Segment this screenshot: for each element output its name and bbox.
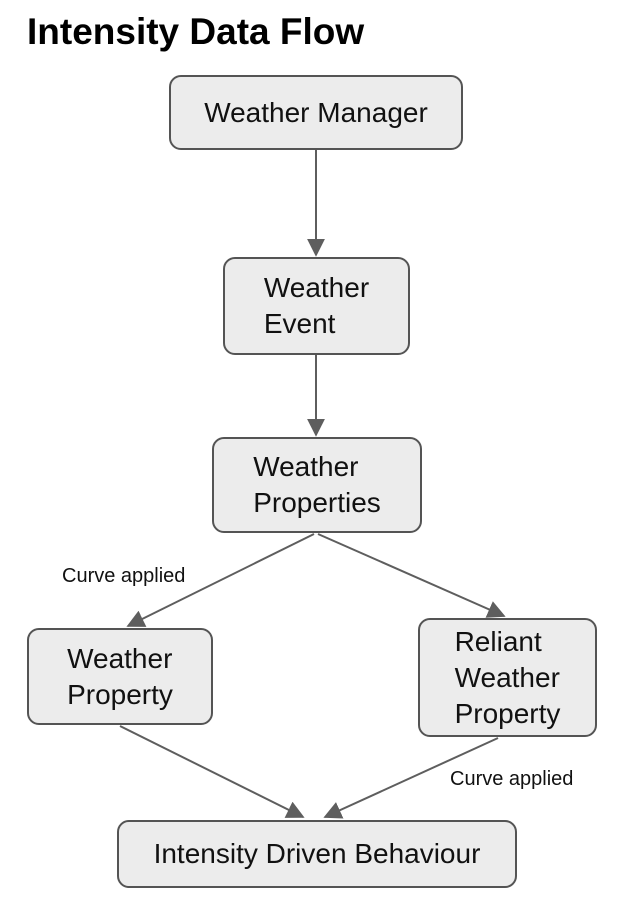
node-reliant-weather-property-label: Reliant Weather Property [454, 625, 561, 729]
node-weather-event: Weather Event [223, 257, 410, 355]
edge-weather-property-to-intensity-driven-behaviour [119, 725, 305, 818]
node-reliant-weather-property: Reliant Weather Property [418, 618, 597, 737]
edge-label-curve-applied-left: Curve applied [62, 565, 186, 587]
edge-weather-properties-to-reliant-weather-property [317, 533, 506, 618]
edge-weather-properties-to-weather-property [126, 533, 315, 627]
node-weather-property-label: Weather Property [67, 642, 173, 710]
edge-label-curve-applied-right: Curve applied [450, 768, 574, 790]
diagram-title: Intensity Data Flow [27, 11, 365, 52]
node-weather-event-label: Weather Event [263, 272, 370, 339]
node-intensity-driven-behaviour-label: Intensity Driven Behaviour [153, 838, 481, 869]
node-weather-properties: Weather Properties [212, 437, 422, 533]
node-intensity-driven-behaviour: Intensity Driven Behaviour [117, 820, 517, 888]
node-weather-manager-label: Weather Manager [204, 96, 428, 128]
node-weather-manager: Weather Manager [169, 75, 463, 150]
node-weather-properties-label: Weather Properties [253, 451, 381, 518]
edge-reliant-weather-property-to-intensity-driven-behaviour [323, 737, 499, 819]
node-weather-property: Weather Property [27, 628, 213, 725]
